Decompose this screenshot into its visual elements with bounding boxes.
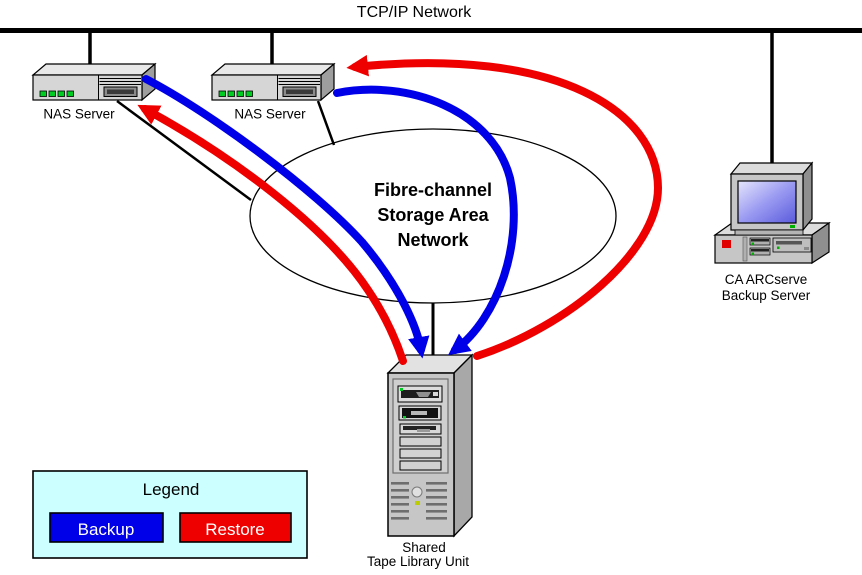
floppy-drive-2-slot (751, 249, 769, 252)
tcpip-network-title: TCP/IP Network (357, 4, 472, 21)
nas1-label: NAS Server (43, 107, 115, 122)
nas2-led (227, 90, 235, 97)
cdrom-led (400, 388, 403, 391)
tape-drive-door (411, 411, 427, 415)
tape-vent-slots (391, 482, 447, 520)
nas2-top-face (210, 63, 336, 76)
arcserve-server-icon (713, 161, 831, 265)
blank-bay (399, 436, 442, 447)
legend-backup-label: Backup (78, 520, 135, 539)
restore-arrow-tape-to-nas1 (137, 104, 407, 365)
nas2-san-link (316, 100, 336, 146)
nas1-led (57, 90, 65, 97)
nas2-led (218, 90, 226, 97)
floppy-drive-1-slot (751, 239, 769, 242)
power-button (411, 486, 423, 498)
monitor-base (734, 229, 804, 236)
monitor-led (790, 225, 795, 228)
floppy-slot (403, 426, 436, 430)
tape-label-line1: Shared (402, 540, 446, 555)
san-label-line3: Network (397, 230, 469, 250)
tape-drive-led (403, 416, 406, 419)
legend-backup-swatch (49, 512, 164, 543)
monitor-top-face (729, 162, 814, 175)
arcserve-label-line2: Backup Server (722, 288, 811, 303)
cd-drive-button (804, 247, 809, 250)
legend-restore-swatch (179, 512, 292, 543)
backup-arrow-nas1-to-tape (142, 75, 430, 359)
nas-server-2-icon (210, 62, 336, 102)
nas2-label: NAS Server (234, 107, 306, 122)
legend-title: Legend (143, 480, 200, 499)
nas1-san-link (116, 99, 252, 202)
blank-bay (399, 460, 442, 471)
legend: Legend Backup Restore (32, 470, 308, 559)
san-label-line2: Storage Area (377, 205, 489, 225)
cdrom-button (433, 392, 438, 396)
power-led (415, 501, 420, 505)
monitor-screen (737, 180, 797, 224)
restore-arrow-tape-to-nas2 (346, 54, 663, 360)
case-power-led (722, 240, 731, 248)
monitor-side-face (802, 161, 813, 232)
nas1-drive-slot-inner (107, 89, 134, 94)
san-label-line1: Fibre-channel (374, 180, 492, 200)
nas2-led (236, 90, 244, 97)
blank-bay (399, 448, 442, 459)
tape-library-icon (386, 353, 474, 538)
nas2-drive-slot-inner (286, 89, 313, 94)
case-ridge (742, 236, 748, 262)
nas2-led (245, 90, 253, 97)
arcserve-label-line1: CA ARCserve (725, 272, 808, 287)
nas-server-1-icon (31, 62, 157, 102)
floppy-latch (417, 429, 430, 432)
nas1-top-face (31, 63, 157, 76)
cd-drive-led (777, 246, 780, 249)
nas1-led (66, 90, 74, 97)
tape-label-line2: Tape Library Unit (367, 554, 469, 569)
legend-restore-label: Restore (205, 520, 265, 539)
floppy-drive-2-led (751, 252, 754, 255)
nas1-led (39, 90, 47, 97)
tape-side-face (453, 353, 473, 538)
backup-arrow-nas2-to-tape (333, 85, 518, 356)
cdrom-tray (416, 392, 431, 397)
floppy-drive-1-led (751, 242, 754, 245)
cd-drive-slot (776, 241, 802, 245)
nas1-led (48, 90, 56, 97)
